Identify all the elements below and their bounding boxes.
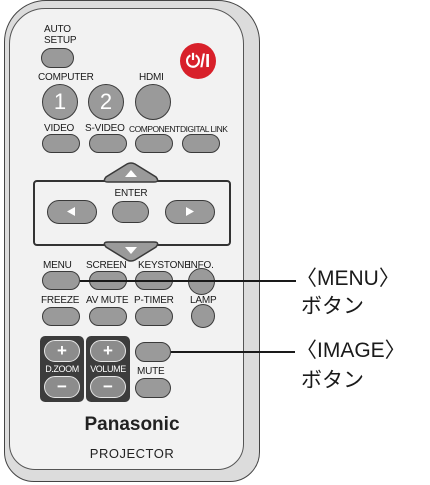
info-button[interactable] [188, 268, 215, 295]
up-arrow-button[interactable] [100, 162, 162, 184]
volume-minus-button[interactable]: − [90, 376, 126, 398]
power-icon: ⏻/I [185, 50, 211, 71]
av-mute-button[interactable] [89, 307, 127, 326]
auto-setup-button[interactable] [41, 48, 74, 68]
video-label: VIDEO [44, 123, 75, 134]
computer-2-label: 2 [99, 89, 113, 114]
minus-icon: − [103, 377, 113, 396]
video-button[interactable] [42, 134, 80, 153]
image-button[interactable] [135, 342, 171, 362]
digital-link-button[interactable] [182, 134, 220, 153]
volume-label: VOLUME [90, 364, 126, 374]
hdmi-button[interactable] [135, 84, 171, 120]
component-button[interactable] [135, 134, 173, 153]
digital-link-label: DIGITAL LINK [180, 124, 228, 134]
enter-label: ENTER [114, 188, 148, 199]
auto-setup-label-line2: SETUP [44, 35, 77, 46]
down-arrow-button[interactable] [100, 240, 162, 262]
computer-2-button[interactable]: 2 [88, 84, 124, 120]
freeze-button[interactable] [42, 307, 80, 326]
volume-plus-button[interactable]: + [90, 340, 126, 362]
screen-label: SCREEN [86, 260, 127, 271]
d-zoom-label: D.ZOOM [45, 364, 79, 374]
auto-setup-label-line1: AUTO [44, 24, 71, 35]
keystone-label: KEYSTONE [138, 260, 191, 271]
menu-callout-caption: ボタン [301, 295, 364, 318]
right-arrow-button[interactable] [165, 200, 215, 224]
p-timer-label: P-TIMER [134, 295, 174, 306]
plus-icon: + [103, 341, 113, 360]
enter-button[interactable] [112, 201, 149, 223]
computer-label: COMPUTER [38, 72, 94, 83]
lamp-label: LAMP [190, 295, 217, 306]
down-arrow-icon [125, 247, 137, 254]
menu-callout-line [80, 280, 296, 282]
brand-logo: Panasonic [84, 414, 180, 435]
plus-icon: + [57, 341, 67, 360]
d-zoom-minus-button[interactable]: − [44, 376, 80, 398]
menu-button[interactable] [42, 271, 80, 290]
freeze-label: FREEZE [41, 295, 80, 306]
computer-1-button[interactable]: 1 [42, 84, 78, 120]
s-video-button[interactable] [89, 134, 127, 153]
av-mute-label: AV MUTE [86, 295, 129, 306]
model-label: PROJECTOR [89, 446, 175, 461]
up-arrow-icon [125, 170, 137, 177]
mute-label: MUTE [137, 366, 165, 377]
power-button[interactable]: ⏻/I [180, 43, 216, 79]
computer-1-label: 1 [53, 89, 67, 114]
right-arrow-icon [186, 207, 194, 216]
minus-icon: − [57, 377, 67, 396]
image-callout-caption: ボタン [301, 369, 364, 392]
image-callout-title: 〈IMAGE〉 [296, 339, 406, 362]
left-arrow-icon [67, 207, 75, 216]
info-label: INFO. [188, 260, 214, 271]
d-zoom-plus-button[interactable]: + [44, 340, 80, 362]
left-arrow-button[interactable] [47, 200, 97, 224]
component-label: COMPONENT [129, 124, 180, 134]
image-callout-line [171, 351, 295, 353]
s-video-label: S-VIDEO [85, 123, 125, 134]
menu-label: MENU [43, 260, 72, 271]
p-timer-button[interactable] [135, 307, 173, 326]
lamp-button[interactable] [191, 304, 215, 328]
mute-button[interactable] [135, 378, 171, 398]
hdmi-label: HDMI [139, 72, 164, 83]
menu-callout-title: 〈MENU〉 [296, 267, 400, 290]
